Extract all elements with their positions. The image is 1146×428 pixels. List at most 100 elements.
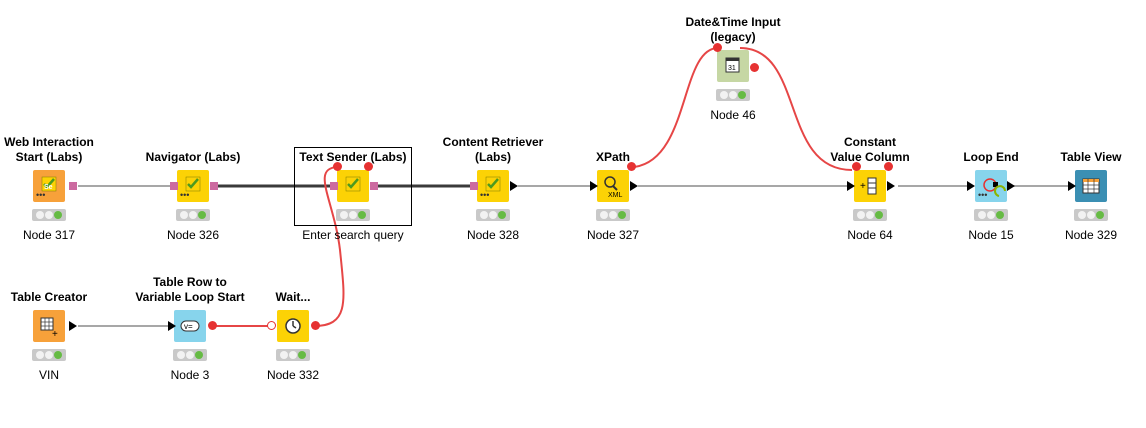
node-selection-box: [294, 147, 412, 226]
output-port-session[interactable]: [69, 182, 77, 190]
input-port-variable[interactable]: [267, 321, 276, 330]
node-icon-box[interactable]: Se •••: [33, 170, 65, 202]
node-status-lights: [974, 209, 1008, 221]
node-status-lights: [173, 349, 207, 361]
node-title: Loop End: [963, 150, 1019, 164]
table-view-icon: [1082, 178, 1100, 194]
node-status-lights: [853, 209, 887, 221]
node-title: Content Retriever (Labs): [442, 135, 544, 164]
node-label[interactable]: VIN: [38, 368, 59, 382]
loop-end-icon: [983, 178, 1006, 197]
selenium-icon: Se: [41, 176, 57, 192]
output-port-variable[interactable]: [627, 162, 636, 171]
node-label[interactable]: Node 332: [266, 368, 320, 382]
output-port-session[interactable]: [370, 182, 378, 190]
node-status-lights: [276, 349, 310, 361]
node-icon-box[interactable]: +: [33, 310, 65, 342]
node-label[interactable]: Node 326: [166, 228, 220, 242]
node-label[interactable]: Enter search query: [302, 228, 404, 242]
node-icon-box[interactable]: [337, 170, 369, 202]
input-port-table[interactable]: [1068, 181, 1076, 191]
node-label[interactable]: Node 64: [847, 228, 893, 242]
output-port-variable[interactable]: [884, 162, 893, 171]
node-label[interactable]: Node 328: [466, 228, 520, 242]
node-status-lights: [476, 209, 510, 221]
node-status-lights: [716, 89, 750, 101]
configure-dots: •••: [180, 190, 190, 200]
input-port-session[interactable]: [330, 182, 338, 190]
output-port-variable[interactable]: [750, 63, 759, 72]
svg-text:Se: Se: [44, 184, 53, 191]
node-status-lights: [32, 349, 66, 361]
node-label[interactable]: Node 317: [22, 228, 76, 242]
node-title: Navigator (Labs): [145, 150, 241, 164]
input-port-table[interactable]: [590, 181, 598, 191]
configure-dots: •••: [480, 190, 490, 200]
output-port-table[interactable]: [1007, 181, 1015, 191]
node-title: Text Sender (Labs): [299, 150, 407, 164]
table-creator-icon: +: [40, 317, 58, 340]
input-port-session[interactable]: [470, 182, 478, 190]
svg-text:31: 31: [728, 65, 736, 72]
node-title: Wait...: [275, 290, 311, 304]
selenium-icon: [485, 176, 501, 192]
configure-dots: •••: [978, 190, 988, 200]
add-column-icon: +: [860, 177, 877, 195]
svg-text:v=: v=: [184, 322, 193, 331]
selenium-icon: [185, 176, 201, 192]
node-icon-box[interactable]: •••: [177, 170, 209, 202]
svg-text:+: +: [52, 329, 58, 340]
input-port-variable[interactable]: [333, 162, 342, 171]
clock-icon: [285, 318, 301, 334]
node-title: Table Row to Variable Loop Start: [135, 275, 245, 304]
node-label[interactable]: Node 3: [170, 368, 210, 382]
node-title: Web Interaction Start (Labs): [4, 135, 94, 164]
node-icon-box[interactable]: +: [854, 170, 886, 202]
link-datetime-constant-column[interactable]: [739, 47, 853, 171]
node-icon-box[interactable]: •••: [975, 170, 1007, 202]
input-port-table[interactable]: [847, 181, 855, 191]
node-icon-box[interactable]: •••: [477, 170, 509, 202]
link-wait-text-sender[interactable]: [313, 166, 345, 327]
output-port-variable[interactable]: [364, 162, 373, 171]
node-title: XPath: [595, 150, 630, 164]
node-icon-box[interactable]: [1075, 170, 1107, 202]
node-label[interactable]: Node 15: [968, 228, 1014, 242]
svg-text:XML: XML: [608, 192, 623, 199]
link-xpath-datetime[interactable]: [633, 47, 719, 168]
output-port-session[interactable]: [210, 182, 218, 190]
output-port-table[interactable]: [510, 181, 518, 191]
input-port-table[interactable]: [967, 181, 975, 191]
node-icon-box[interactable]: v=: [174, 310, 206, 342]
output-port-table[interactable]: [887, 181, 895, 191]
node-status-lights: [596, 209, 630, 221]
node-title: Date&Time Input (legacy): [685, 15, 781, 44]
node-icon-box[interactable]: [277, 310, 309, 342]
output-port-table[interactable]: [630, 181, 638, 191]
node-label[interactable]: Node 46: [710, 108, 756, 122]
output-port-variable[interactable]: [208, 321, 217, 330]
node-title: Constant Value Column: [830, 135, 910, 164]
output-port-table[interactable]: [69, 321, 77, 331]
node-title: Table Creator: [10, 290, 88, 304]
node-icon-box[interactable]: 31: [717, 50, 749, 82]
input-port-variable[interactable]: [852, 162, 861, 171]
node-label[interactable]: Node 327: [586, 228, 640, 242]
node-status-lights: [176, 209, 210, 221]
calendar-icon: 31: [725, 57, 740, 73]
node-status-lights: [32, 209, 66, 221]
node-title: Table View: [1060, 150, 1122, 164]
configure-dots: •••: [36, 190, 46, 200]
input-port-table[interactable]: [168, 321, 176, 331]
selenium-icon: [345, 176, 361, 192]
node-icon-box[interactable]: XML: [597, 170, 629, 202]
svg-text:+: +: [860, 181, 866, 192]
output-port-variable[interactable]: [311, 321, 320, 330]
node-status-lights: [336, 209, 370, 221]
row-to-variable-icon: v=: [180, 320, 200, 332]
node-status-lights: [1074, 209, 1108, 221]
node-label[interactable]: Node 329: [1064, 228, 1118, 242]
input-port-session[interactable]: [170, 182, 178, 190]
input-port-variable[interactable]: [713, 43, 722, 52]
